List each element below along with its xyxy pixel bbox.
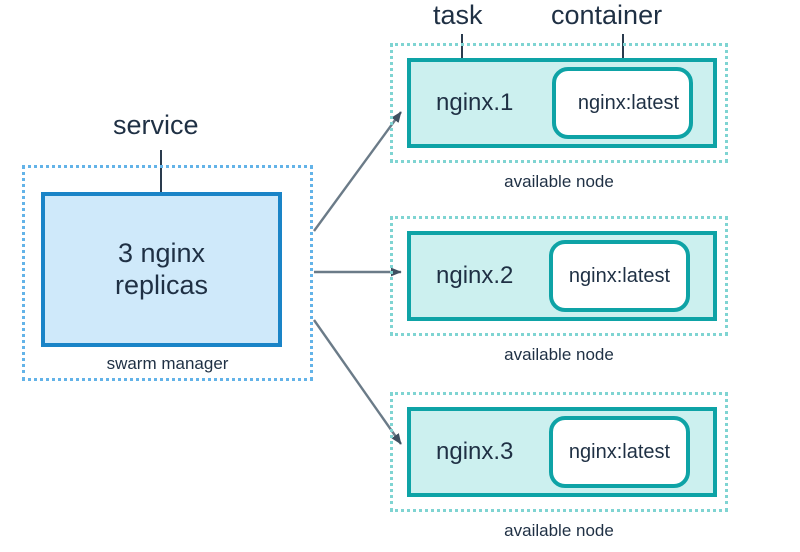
node-group-1 bbox=[390, 43, 728, 163]
container-box-3[interactable]: nginx:latest bbox=[549, 416, 690, 488]
task-label-3: nginx.3 bbox=[436, 438, 514, 465]
node-group-3 bbox=[390, 392, 728, 512]
service-box-label: 3 nginx replicas bbox=[115, 238, 208, 302]
service-box[interactable]: 3 nginx replicas bbox=[41, 192, 282, 347]
swarm-manager-group bbox=[22, 165, 313, 381]
arrow-service-to-task-3 bbox=[313, 319, 402, 445]
container-box-2[interactable]: nginx:latest bbox=[549, 240, 690, 312]
container-image-label-3: nginx:latest bbox=[568, 440, 671, 463]
container-image-label-1: nginx:latest bbox=[577, 91, 680, 114]
task-label-2: nginx.2 bbox=[436, 262, 514, 289]
task-label-1: nginx.1 bbox=[436, 89, 514, 116]
service-replicas-line-2: replicas bbox=[114, 269, 209, 300]
service-replicas-line-1: 3 nginx bbox=[117, 237, 206, 268]
node-caption-1: available node bbox=[504, 172, 614, 191]
swarm-manager-caption: swarm manager bbox=[106, 354, 229, 373]
arrow-service-to-task-1 bbox=[313, 111, 402, 232]
callout-task: task bbox=[433, 0, 483, 30]
node-caption-3: available node bbox=[504, 521, 614, 540]
node-group-2 bbox=[390, 216, 728, 336]
callout-container: container bbox=[551, 0, 663, 30]
callout-service: service bbox=[113, 110, 199, 140]
container-box-1[interactable]: nginx:latest bbox=[552, 67, 693, 139]
node-caption-2: available node bbox=[504, 345, 614, 364]
container-image-label-2: nginx:latest bbox=[568, 264, 671, 287]
